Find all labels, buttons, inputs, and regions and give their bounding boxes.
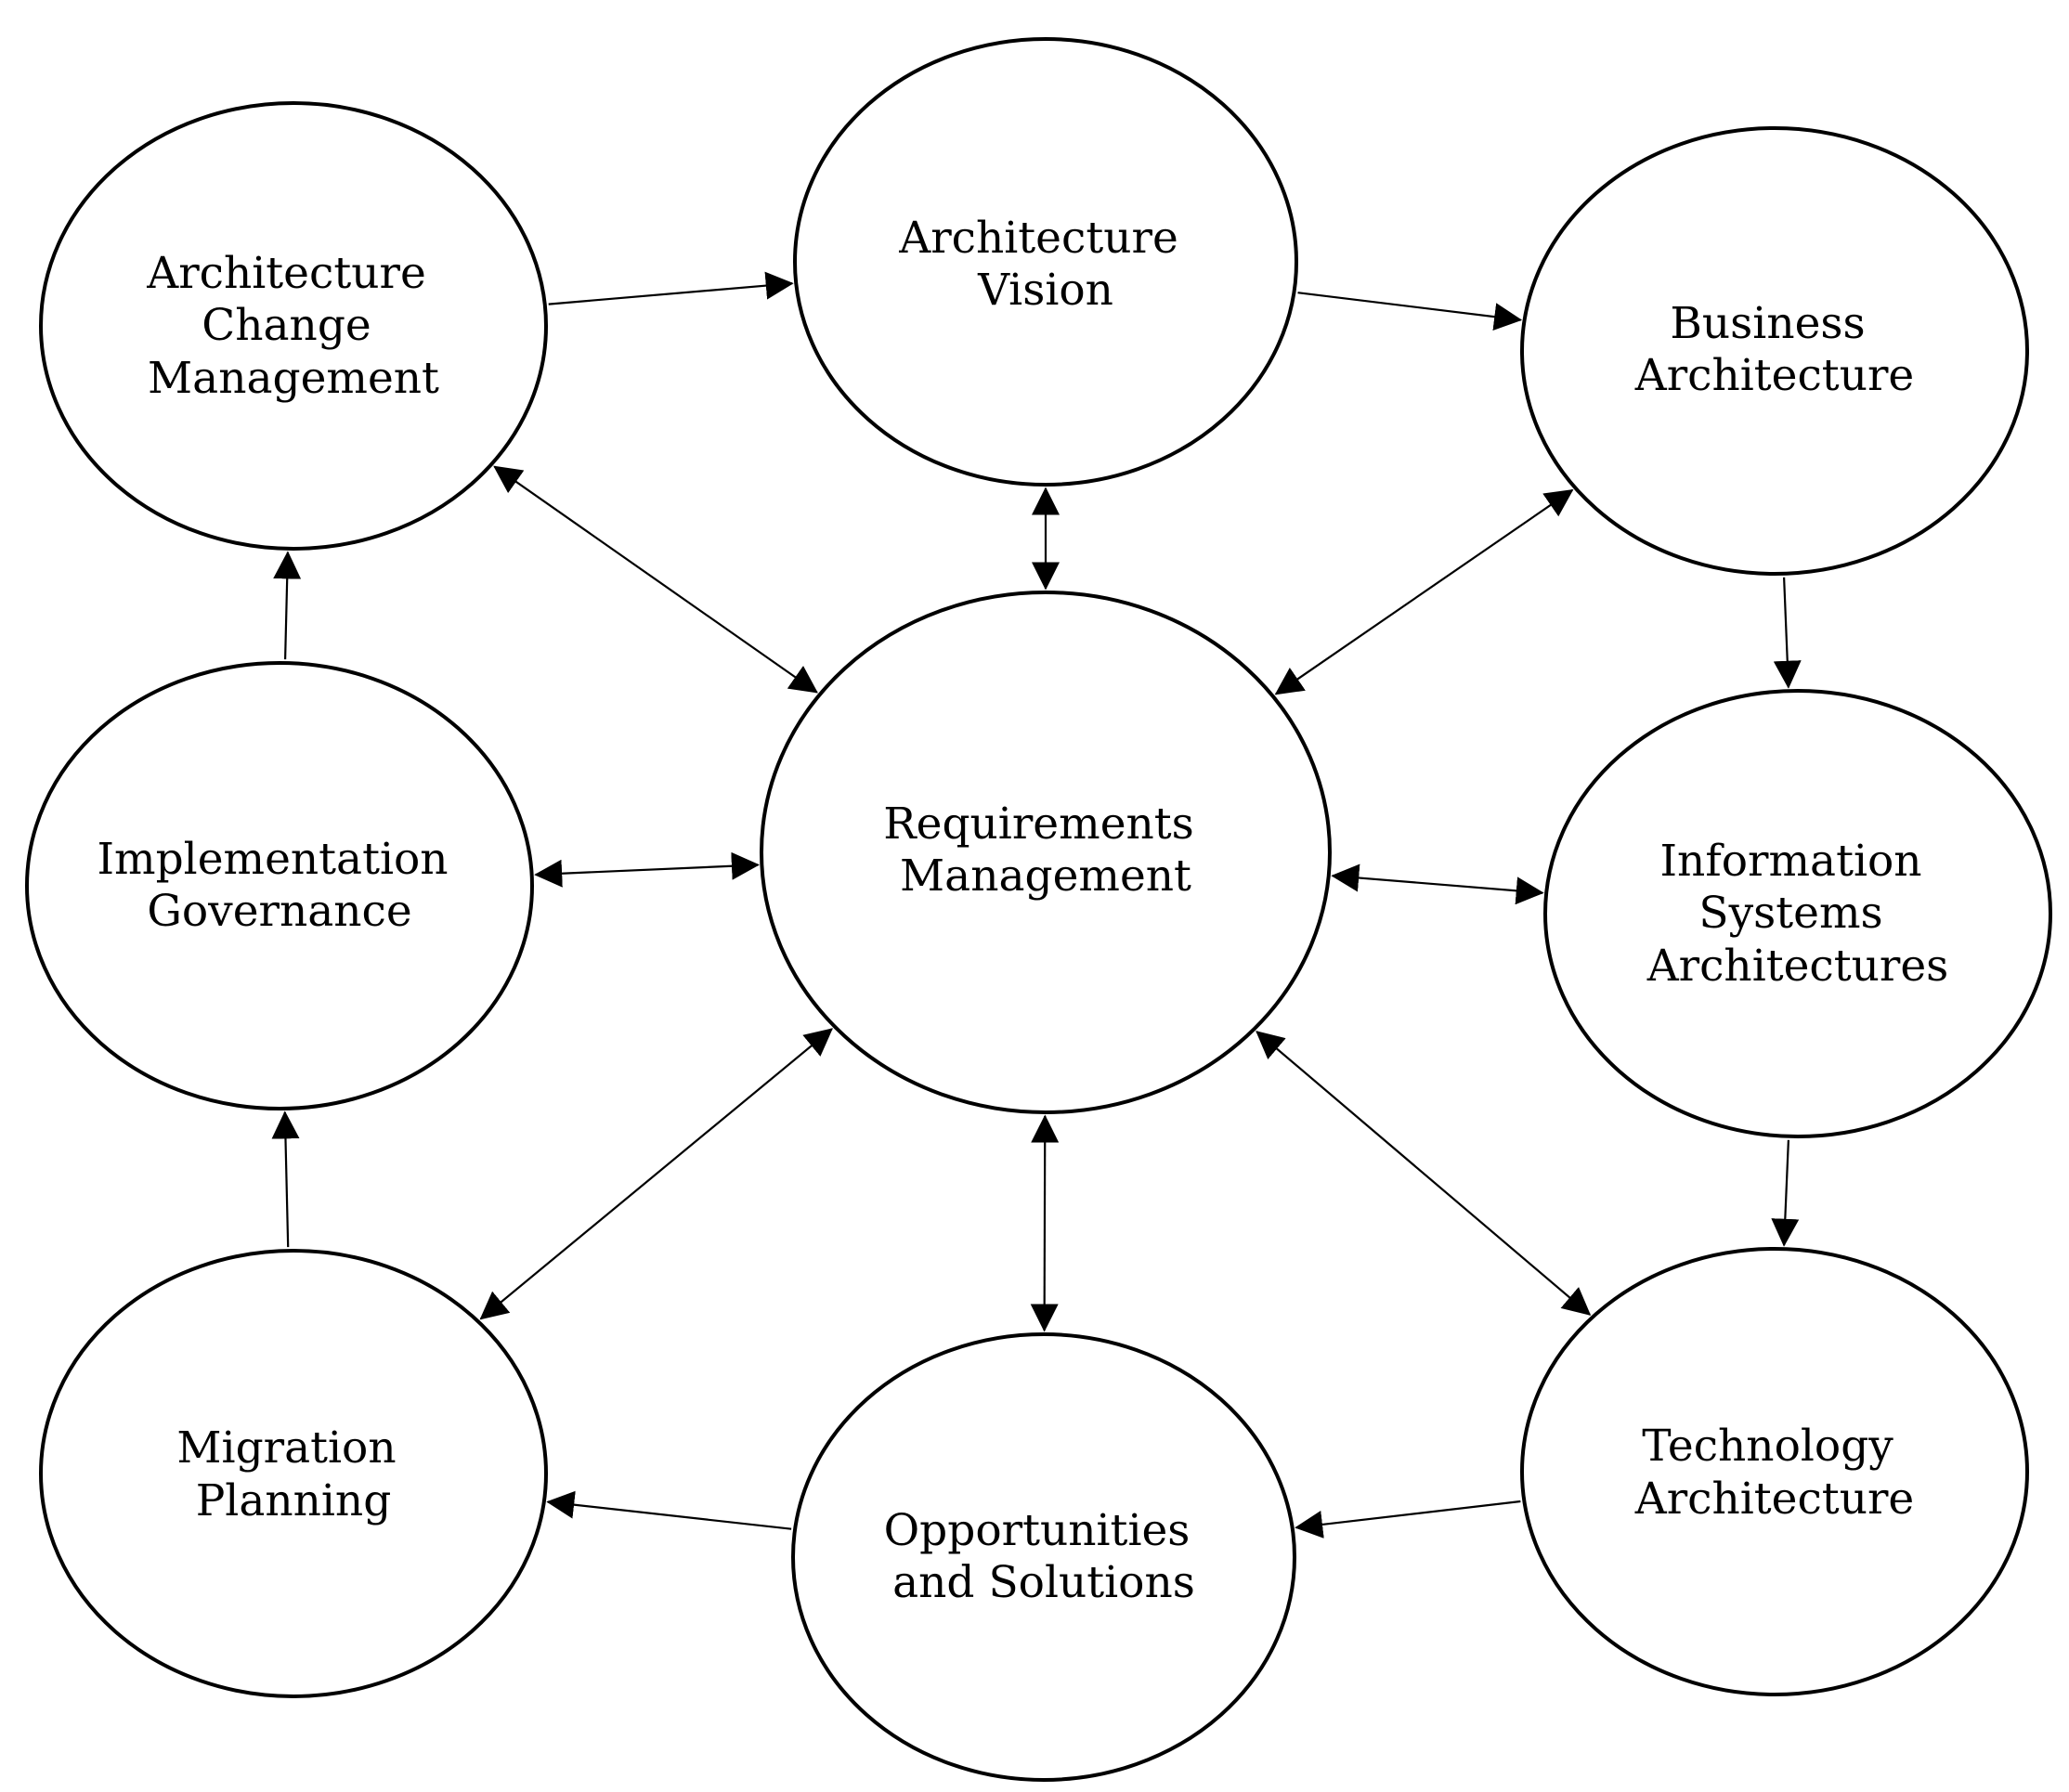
svg-text:Requirements Management: Requirements Management — [883, 799, 1207, 902]
node-architecture-vision-label-line-1: Architecture — [898, 213, 1178, 264]
edge-architecture-change-management-to-architecture-vision — [548, 271, 794, 305]
node-business-architecture-label-line-2: Architecture — [1634, 350, 1915, 401]
node-requirements-management-circle — [760, 591, 1332, 1114]
node-technology-architecture-label-line-1: Technology — [1642, 1421, 1893, 1472]
edge-opportunities-and-solutions-to-migration-planning — [546, 1490, 792, 1530]
edge-architecture-vision-to-business-architecture — [1297, 292, 1523, 331]
svg-text:Implementation Governanc: Implementation Governance — [97, 834, 462, 937]
node-information-systems-architectures-label-line-1: Information — [1659, 836, 1921, 887]
node-implementation-governance-label-line-1: Implementation — [97, 834, 448, 885]
node-architecture-change-management-label-line-3: Management — [148, 353, 439, 404]
node-architecture-change-management-circle — [39, 101, 548, 551]
node-requirements-management-label-line-2: Management — [900, 851, 1191, 902]
node-architecture-change-management-label-line-2: Change — [202, 300, 371, 351]
svg-text:Architecture Vision: Architecture Vision — [898, 213, 1191, 316]
node-technology-architecture-label-line-2: Architecture — [1634, 1474, 1915, 1525]
edge-requirements-management-to-technology-architecture — [1256, 1031, 1592, 1316]
edge-requirements-management-to-opportunities-and-solutions — [1030, 1114, 1060, 1332]
edges-layer — [271, 271, 1802, 1539]
svg-text:Architecture Change: Architecture Change Management — [146, 248, 439, 404]
edge-requirements-management-to-business-architecture — [1274, 488, 1574, 695]
node-technology-architecture-circle — [1520, 1247, 2029, 1696]
node-architecture-vision-circle — [793, 37, 1298, 487]
node-opportunities-and-solutions-label-line-2: and Solutions — [892, 1557, 1195, 1608]
node-business-architecture-label-line-1: Business — [1670, 298, 1865, 349]
node-opportunities-and-solutions-label-line-1: Opportunities — [884, 1505, 1191, 1556]
edge-requirements-management-to-information-systems-architectures — [1331, 864, 1544, 905]
node-architecture-change-management: Architecture Change Management — [39, 101, 548, 551]
edge-migration-planning-to-implementation-governance — [271, 1110, 300, 1248]
node-migration-planning-label-line-2: Planning — [196, 1475, 392, 1526]
node-architecture-change-management-label-line-1: Architecture — [146, 248, 426, 299]
svg-text:Information Systems: Information Systems Architectures — [1646, 836, 1949, 992]
svg-text:Opportunities and Soluti: Opportunities and Solutions — [884, 1505, 1204, 1608]
node-architecture-vision-label-line-2: Vision — [977, 265, 1113, 316]
node-migration-planning-label-line-1: Migration — [176, 1422, 396, 1474]
edge-business-architecture-to-information-systems-architectures — [1773, 577, 1802, 689]
node-information-systems-architectures-circle — [1543, 689, 2052, 1138]
node-architecture-vision: Architecture Vision — [793, 37, 1298, 487]
edge-information-systems-architectures-to-technology-architecture — [1771, 1139, 1800, 1247]
node-opportunities-and-solutions: Opportunities and Solutions — [791, 1332, 1296, 1782]
node-opportunities-and-solutions-circle — [791, 1332, 1296, 1782]
edge-requirements-management-to-migration-planning — [479, 1028, 833, 1320]
node-implementation-governance-label-line-2: Governance — [147, 886, 411, 937]
node-information-systems-architectures-label-line-3: Architectures — [1646, 941, 1949, 992]
node-requirements-management: Requirements Management — [760, 591, 1332, 1114]
node-migration-planning-circle — [39, 1249, 548, 1698]
node-requirements-management-label-line-1: Requirements — [883, 799, 1194, 850]
svg-text:Technology Architecture: Technology Architecture — [1634, 1421, 1915, 1525]
node-implementation-governance: Implementation Governance — [25, 661, 534, 1110]
node-implementation-governance-circle — [25, 661, 534, 1110]
node-technology-architecture: Technology Architecture — [1520, 1247, 2029, 1696]
edge-technology-architecture-to-opportunities-and-solutions — [1295, 1500, 1521, 1539]
edge-requirements-management-to-architecture-change-management — [493, 465, 818, 694]
svg-text:Business Architecture: Business Architecture — [1634, 298, 1915, 401]
svg-text:Migration Planning: Migration Planning — [176, 1422, 410, 1526]
node-migration-planning: Migration Planning — [39, 1249, 548, 1698]
node-business-architecture-circle — [1520, 126, 2029, 576]
node-information-systems-architectures-label-line-2: Systems — [1698, 888, 1882, 939]
edge-implementation-governance-to-architecture-change-management — [273, 551, 302, 660]
node-business-architecture: Business Architecture — [1520, 126, 2029, 576]
node-information-systems-architectures: Information Systems Architectures — [1543, 689, 2052, 1138]
edge-requirements-management-to-implementation-governance — [534, 851, 760, 888]
